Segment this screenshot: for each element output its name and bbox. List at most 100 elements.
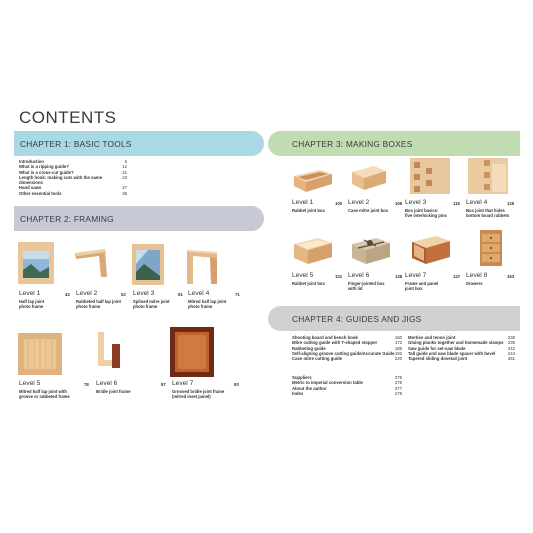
appendix-entry-label: Metric to imperial conversion table [292,380,363,386]
boxes-level-page: 138 [395,274,403,279]
boxes-level-title: Level 6 [348,272,370,279]
appendix-entry-page: 276 [394,380,402,386]
framing-level-title: Level 1 [19,290,41,297]
framing-level-page: 93 [234,382,239,387]
guides-entry: Saw guide for set-saw blade 242 [408,346,515,351]
basic-tools-entry-page: 21 [122,169,127,175]
box-level-6-photo [352,238,390,264]
appendix-entry-label: Index [292,390,304,396]
basic-tools-entry-label: Hand saws [19,185,42,191]
appendix-entry-page: 278 [394,390,402,396]
guides-entry: Gluing planks together and homemade clam… [408,340,515,345]
boxes-level-title: Level 2 [348,199,370,206]
frame-level-1-photo [18,242,54,284]
guides-entry: Mitre cutting guide with T-shaped stoppe… [292,340,402,345]
framing-level-title: Level 2 [76,290,98,297]
chapter-4-banner: CHAPTER 4: GUIDES AND JIGS [268,306,520,331]
guides-entry-page: 239 [507,340,515,346]
boxes-level-title: Level 1 [292,199,314,206]
guides-entry-label: Case mitre cutting guide [292,356,343,362]
guides-entry-label: Rabbeting guide [292,345,326,351]
chapter-1-banner: CHAPTER 1: BASIC TOOLS [14,131,264,156]
boxes-level-description: Box joint that hides bottom board rabbet… [466,208,510,218]
basic-tools-entry-label: Other essential tools [19,190,62,196]
basic-tools-entry: Introduction 6 [19,159,127,164]
guides-entry-label: Self-aligning groove cutting guide/Accur… [292,350,395,356]
basic-tools-entry: Hand saws 27 [19,185,127,190]
guides-entry: Self-aligning groove cutting guide/Accur… [292,351,402,356]
boxes-level-description: Rabbet joint box [292,208,325,213]
basic-tools-entry: What is a ripping guide?12 [19,164,127,169]
box-level-2-photo [352,166,386,190]
guides-entry-page: 244 [507,350,515,356]
boxes-level-page: 131 [335,274,343,279]
boxes-level-title: Level 3 [405,199,427,206]
guides-entry-label: Gluing planks together and homemade clam… [408,340,504,346]
framing-level-description: Half lap joint photo frame [19,299,45,309]
framing-level-description: Bridle joint frame [96,389,131,394]
appendix-entry: Metric to imperial conversion table 276 [292,380,402,385]
framing-level-page: 52 [121,292,126,297]
basic-tools-entry: What is a cross-cut guide? 21 [19,170,127,175]
guides-entry-label: Shooting board and bench hook [292,335,358,340]
guides-entry-page: 220 [394,356,402,362]
box-level-1-photo [294,170,332,192]
frame-level-5-photo [18,333,62,375]
boxes-level-title: Level 8 [466,272,488,279]
appendix-entry-label: Suppliers [292,375,312,380]
framing-level-title: Level 7 [172,380,194,387]
boxes-level-page: 116 [453,201,460,206]
framing-level-page: 61 [178,292,183,297]
boxes-level-title: Level 5 [292,272,314,279]
guides-entry-page: 242 [507,345,515,351]
framing-level-title: Level 6 [96,380,118,387]
basic-tools-entry-page: 6 [124,159,127,164]
box-level-7-photo [412,236,450,264]
framing-level-page: 78 [84,382,89,387]
guides-entry-page: 230 [507,335,515,340]
guides-entry-page: 192 [394,350,402,356]
boxes-level-page: 126 [507,201,515,206]
guides-entry-page: 160 [394,335,402,340]
basic-tools-entry-page: 23 [122,174,127,180]
guides-entry: Shooting board and bench hook 160 [292,335,402,340]
framing-level-description: Mitred half lap joint with groove or rab… [19,389,70,399]
box-level-5-photo [294,238,332,264]
box-level-8-photo [480,230,502,266]
basic-tools-entry-label: What is a cross-cut guide? [19,169,74,175]
page-title: CONTENTS [19,108,117,127]
basic-tools-entry-page: 27 [122,185,127,191]
boxes-level-description: Drawers [466,281,483,286]
boxes-level-description: Finger-jointed box with lid [348,281,385,291]
basic-tools-entry-label: What is a ripping guide? [19,164,69,170]
framing-level-title: Level 5 [19,380,41,387]
guides-entry-label: Mortise and tenon joint [408,335,456,340]
framing-level-description: Mitred half lap joint photo frame [188,299,227,309]
guides-entry-label: Saw guide for set-saw blade [408,345,466,351]
chapter-2-banner: CHAPTER 2: FRAMING [14,206,264,231]
basic-tools-entry-page: 36 [122,190,127,196]
basic-tools-entry-label: Introduction [19,159,45,164]
box-level-4-photo [468,158,508,194]
boxes-level-title: Level 4 [466,199,488,206]
basic-tools-entry: Length hook: making cuts with the same d… [19,175,127,186]
guides-entry-label: Tapered sliding dovetail joint [408,356,468,362]
guides-entry-page: 251 [507,356,515,362]
guides-entry: Tapered sliding dovetail joint 251 [408,356,515,361]
guides-entry: Rabbeting guide 186 [292,346,402,351]
frame-level-6-photo [98,332,120,368]
boxes-level-page: 105 [395,201,403,206]
boxes-level-description: Frame and panel joint box [405,281,439,291]
basic-tools-entry-label: Length hook: making cuts with the same d… [19,174,103,186]
guides-entry-page: 186 [394,345,402,351]
basic-tools-entry: Other essential tools 36 [19,191,127,196]
framing-level-description: Splined mitre joint photo frame [133,299,170,309]
framing-level-description: Grooved bridle joint frame (mitred inset… [172,389,225,399]
boxes-level-description: Box joint basics: five interlocking pins [405,208,447,218]
framing-level-description: Rabbeted half lap joint photo frame [76,299,121,309]
